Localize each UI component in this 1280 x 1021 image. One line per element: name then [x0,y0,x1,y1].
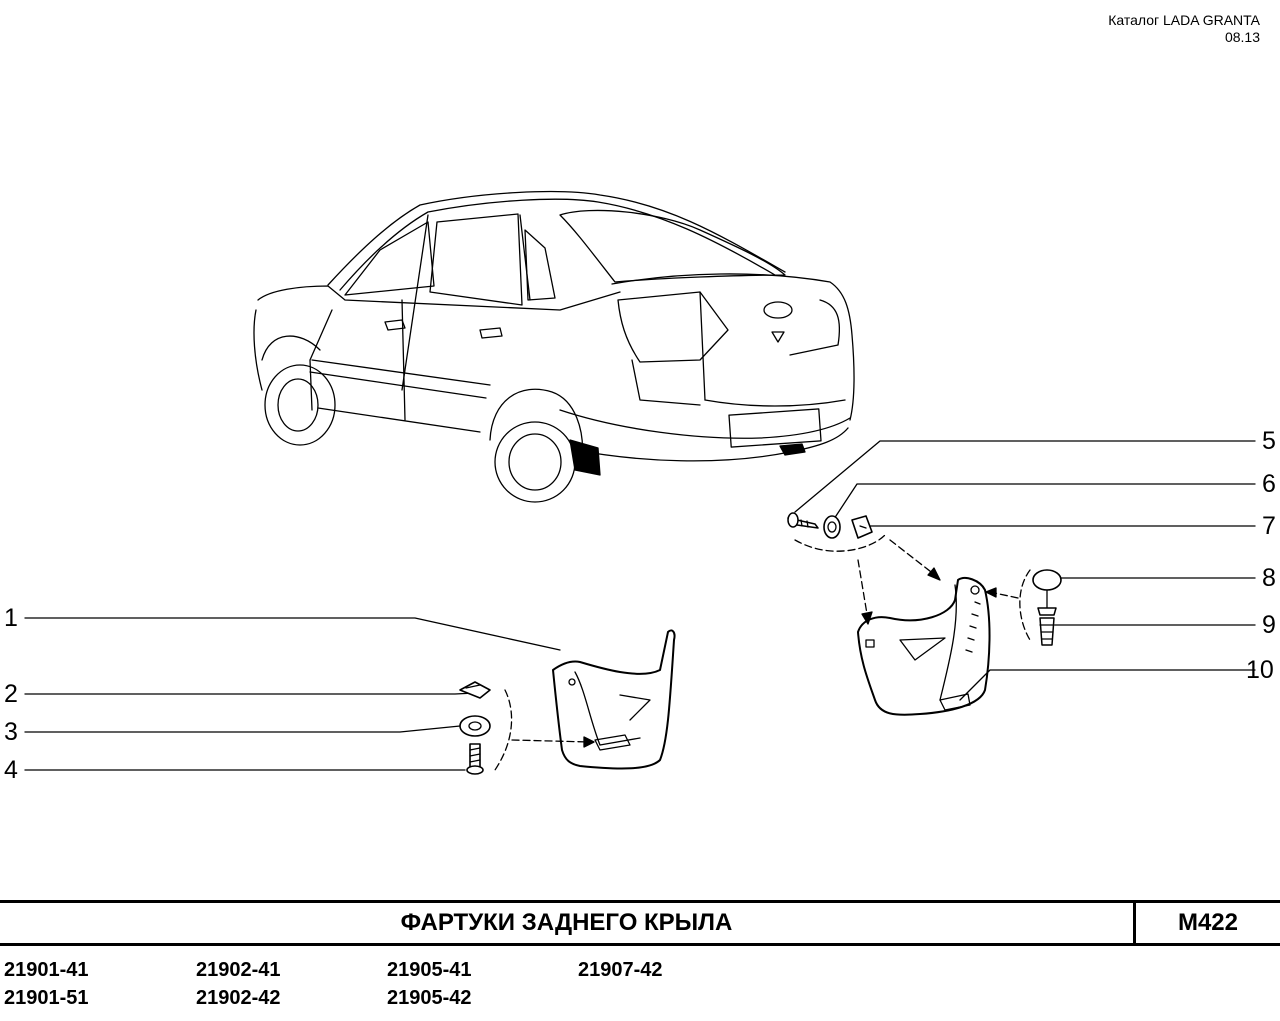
model-code: 21902-42 [196,987,281,1009]
leader-lines [24,440,1256,771]
mud-flap-right [857,577,991,716]
callout-3: 3 [4,718,18,746]
title-divider [1133,903,1136,943]
right-fasteners [787,512,1062,646]
model-code: 21902-41 [196,959,281,981]
callout-9: 9 [1262,611,1276,639]
model-code: 21901-41 [4,959,89,981]
callout-5: 5 [1262,427,1276,455]
callout-10: 10 [1246,656,1274,684]
callout-4: 4 [4,756,18,784]
model-code: 21907-42 [578,959,663,981]
mud-flap-left [552,629,676,770]
parts-drawing [24,190,1256,775]
page-code: М422 [1177,909,1239,936]
catalog-date: 08.13 [1224,29,1260,45]
callout-1: 1 [4,604,18,632]
callout-2: 2 [4,680,18,708]
model-code: 21901-51 [4,987,89,1009]
page-title: ФАРТУКИ ЗАДНЕГО КРЫЛА [400,909,733,936]
left-fasteners [459,681,595,775]
catalog-header: Каталог LADA GRANTA 08.13 [1108,12,1260,46]
model-code: 21905-41 [387,959,472,981]
callout-7: 7 [1262,512,1276,540]
model-code: 21905-42 [387,987,472,1009]
callout-8: 8 [1262,564,1276,592]
title-bar: ФАРТУКИ ЗАДНЕГО КРЫЛА М422 [0,900,1280,946]
car-illustration [253,190,855,503]
catalog-name: Каталог LADA GRANTA [1108,12,1260,28]
callout-6: 6 [1262,470,1276,498]
